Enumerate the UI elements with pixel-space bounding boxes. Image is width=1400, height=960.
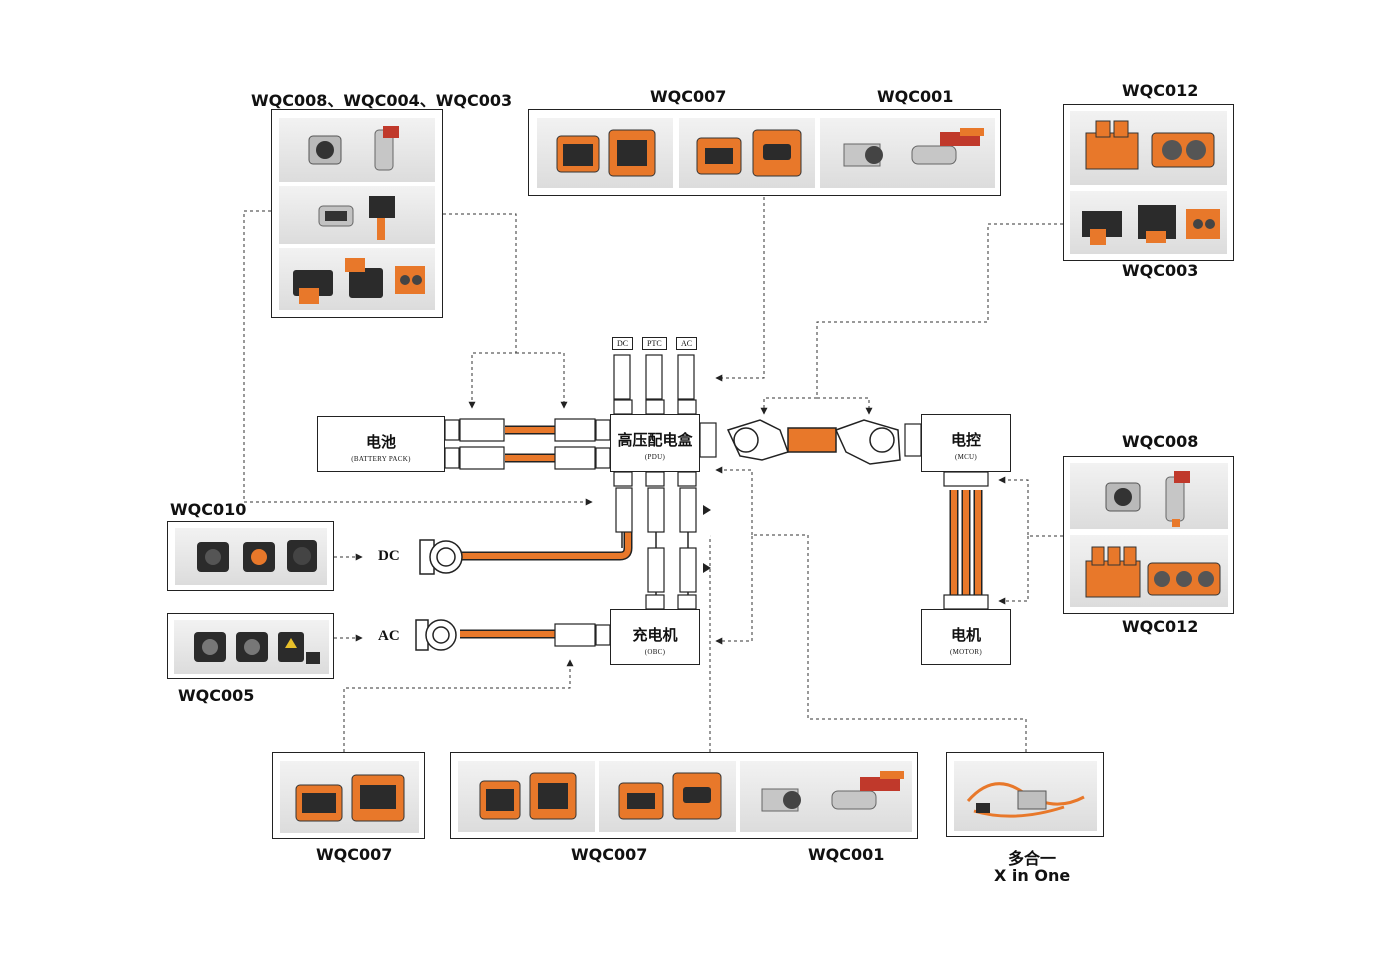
- product-photo: [279, 118, 435, 182]
- small-arrows: [703, 505, 711, 573]
- label-right-mid-a: WQC008: [1122, 432, 1199, 451]
- label-left-dc: WQC010: [170, 500, 247, 519]
- product-photo: [740, 761, 912, 832]
- product-photo: [1070, 463, 1228, 529]
- product-photo: [279, 248, 435, 310]
- right-angle-connectors: [726, 419, 901, 465]
- product-photo: [174, 620, 329, 674]
- mcu-label: 电控: [950, 431, 981, 449]
- product-photo: [1070, 111, 1227, 185]
- motor-sublabel: (MOTOR): [950, 648, 982, 656]
- pdu-stub-lines: [621, 532, 689, 595]
- product-photo: [280, 761, 419, 833]
- label-top-left: WQC008、WQC004、WQC003: [251, 91, 513, 110]
- product-photo: [820, 118, 995, 188]
- tag-dc: DC: [612, 337, 634, 350]
- tag-ptc: PTC: [642, 337, 667, 350]
- ac-side-label: AC: [378, 628, 400, 644]
- label-top-mid-b: WQC001: [877, 87, 954, 106]
- battery-pack-block: 电池 (BATTERY PACK): [317, 416, 445, 472]
- label-bottom-b: WQC007: [571, 845, 648, 864]
- label-bottom-d-cn: 多合一: [1008, 849, 1057, 868]
- label-right-mid-b: WQC012: [1122, 617, 1199, 636]
- tag-ac: AC: [676, 337, 698, 350]
- product-photo: [458, 761, 595, 832]
- obc-sublabel: (OBC): [644, 648, 666, 656]
- label-bottom-a: WQC007: [316, 845, 393, 864]
- product-frame-bottom-right: [946, 752, 1104, 837]
- ac-inlet-shape: [415, 619, 457, 651]
- product-photo: [599, 761, 736, 832]
- motor-block: 电机 (MOTOR): [921, 609, 1011, 665]
- connector-bodies: [444, 354, 989, 647]
- product-photo: [954, 761, 1097, 831]
- pdu-block: 高压配电盒 (PDU): [610, 414, 700, 472]
- center-cable-block: [787, 427, 837, 453]
- battery-pack-label: 电池: [365, 433, 396, 451]
- product-frame-left-ac: [167, 613, 334, 679]
- label-top-right-a: WQC012: [1122, 81, 1199, 100]
- pdu-label: 高压配电盒: [617, 431, 693, 449]
- product-photo: [537, 118, 673, 188]
- label-bottom-d-en: X in One: [994, 866, 1071, 885]
- label-bottom-c: WQC001: [808, 845, 885, 864]
- product-photo: [279, 186, 435, 244]
- product-frame-left-dc: [167, 521, 334, 591]
- dc-inlet-shape: [419, 539, 463, 575]
- pdu-sublabel: (PDU): [644, 453, 666, 461]
- product-frame-right-mid: [1063, 456, 1234, 614]
- label-top-right-b: WQC003: [1122, 261, 1199, 280]
- orange-cables-fill: [460, 427, 981, 637]
- dashed-routes: [243, 197, 1063, 752]
- battery-pack-sublabel: (BATTERY PACK): [351, 455, 411, 463]
- product-photo: [1070, 535, 1228, 607]
- product-frame-bottom-left: [272, 752, 425, 839]
- obc-block: 充电机 (OBC): [610, 609, 700, 665]
- obc-label: 充电机: [632, 626, 678, 644]
- motor-label: 电机: [950, 626, 981, 644]
- product-frame-top-right: [1063, 104, 1234, 261]
- label-left-ac: WQC005: [178, 686, 255, 705]
- mcu-sublabel: (MCU): [954, 453, 978, 461]
- mcu-block: 电控 (MCU): [921, 414, 1011, 472]
- label-top-mid-a: WQC007: [650, 87, 727, 106]
- product-frame-bottom-mid: [450, 752, 918, 839]
- product-photo: [175, 528, 327, 585]
- dc-side-label: DC: [378, 548, 400, 564]
- product-frame-top-left: [271, 109, 443, 318]
- product-photo: [679, 118, 815, 188]
- product-frame-top-mid: [528, 109, 1001, 196]
- product-photo: [1070, 191, 1227, 254]
